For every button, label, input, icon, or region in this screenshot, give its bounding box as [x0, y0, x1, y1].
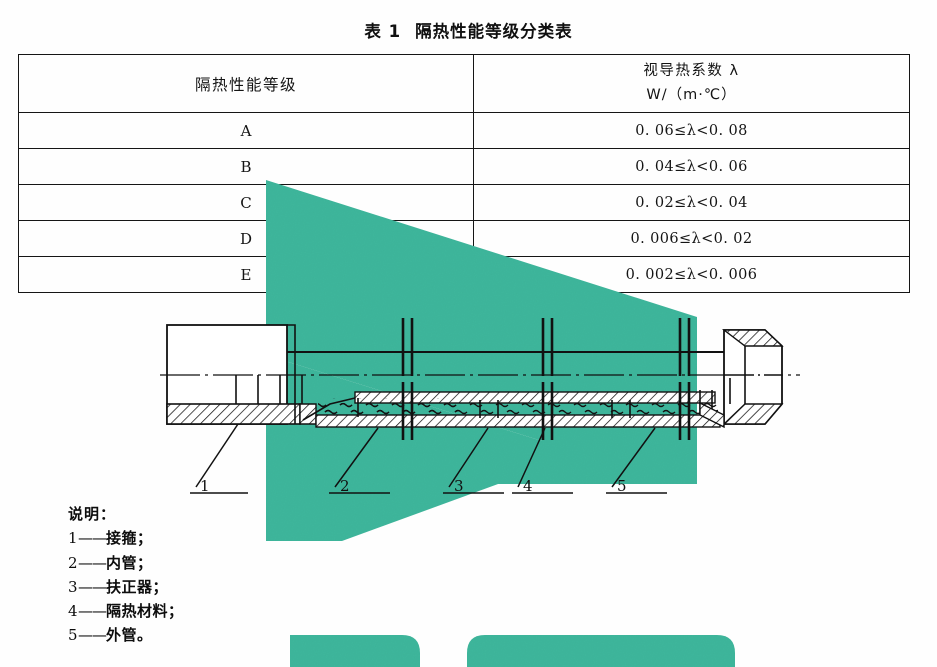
- lambda-header-line1: 视导热系数 λ: [643, 63, 740, 80]
- range-cell: 0. 06≤λ<0. 08: [473, 112, 910, 149]
- legend-dash: ——: [78, 553, 107, 572]
- callout-number-2: 2: [340, 477, 350, 495]
- legend-heading: 说明：: [68, 505, 117, 523]
- table-header: 隔热性能等级 视导热系数 λ W/（m·℃）: [18, 54, 910, 113]
- legend-number: 3: [68, 577, 79, 596]
- centralizer: [401, 318, 414, 440]
- legend-number: 4: [68, 602, 79, 621]
- legend-label: 隔热材料；: [106, 602, 184, 621]
- callout-number-3: 3: [454, 477, 464, 495]
- legend-item-5: 5——外管。: [68, 623, 184, 647]
- legend-label: 外管。: [106, 626, 153, 645]
- range-cell: 0. 04≤λ<0. 06: [473, 148, 910, 185]
- legend-number: 2: [68, 553, 79, 572]
- legend-dash: ——: [78, 626, 107, 645]
- callout-leader-lines: [190, 423, 667, 494]
- table-row: A 0. 06≤λ<0. 08: [18, 112, 910, 149]
- legend-dash: ——: [78, 602, 107, 621]
- legend-label: 内管；: [106, 553, 153, 572]
- legend-dash: ——: [78, 577, 107, 596]
- callout-number-4: 4: [523, 477, 533, 495]
- table-header-row: 隔热性能等级 视导热系数 λ W/（m·℃）: [18, 54, 910, 113]
- legend-item-3: 3——扶正器；: [68, 575, 184, 599]
- table-number: 表 1: [364, 22, 402, 41]
- callout-number-1: 1: [200, 477, 210, 495]
- centralizer: [678, 318, 691, 440]
- diagram-legend: 说明： 1——接箍； 2——内管； 3——扶正器； 4——隔热材料； 5——外管…: [68, 502, 184, 648]
- legend-dash: ——: [78, 529, 107, 548]
- centralizer-group: [401, 318, 691, 440]
- table-row: B 0. 04≤λ<0. 06: [18, 148, 910, 185]
- column-header-grade: 隔热性能等级: [18, 54, 474, 113]
- lambda-header-line2: W/（m·℃）: [646, 86, 737, 103]
- table-title-text: 隔热性能等级分类表: [415, 22, 573, 41]
- insulation-dividers: [357, 398, 631, 418]
- legend-number: 1: [68, 529, 79, 548]
- legend-number: 5: [68, 626, 79, 645]
- legend-label: 接箍；: [106, 529, 153, 548]
- centralizer: [541, 318, 554, 440]
- legend-item-1: 1——接箍；: [68, 526, 184, 550]
- insulation-pocket-left: [318, 398, 458, 417]
- callout-number-5: 5: [617, 477, 627, 495]
- legend-item-2: 2——内管；: [68, 551, 184, 575]
- legend-item-4: 4——隔热材料；: [68, 599, 184, 623]
- right-coupling: [699, 329, 784, 425]
- page-title: 表 1 隔热性能等级分类表: [0, 18, 937, 42]
- legend-label: 扶正器；: [106, 577, 169, 596]
